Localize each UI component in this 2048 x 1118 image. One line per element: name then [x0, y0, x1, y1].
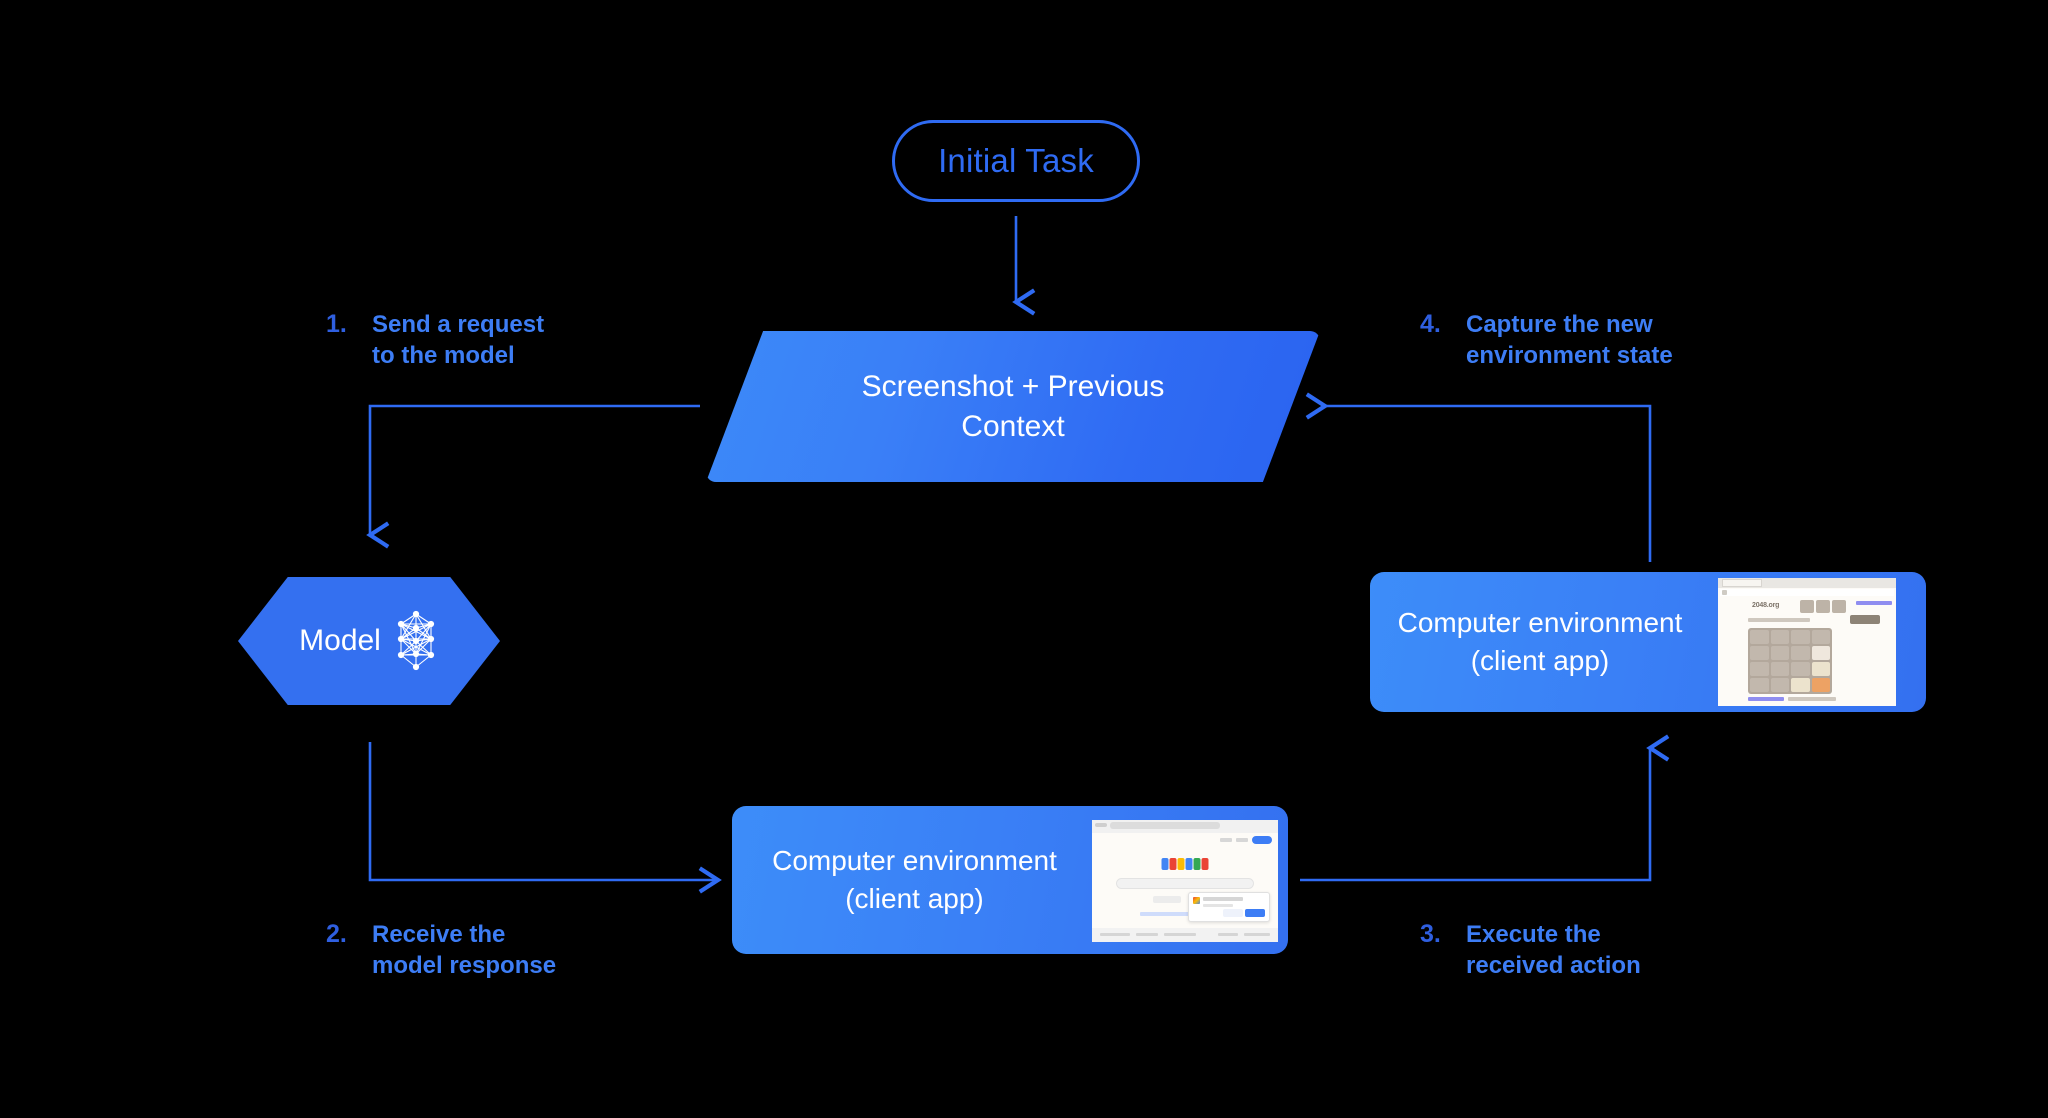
- google-topright: [1220, 836, 1272, 844]
- env-node-bottom-line2: (client app): [845, 883, 984, 914]
- game-tile: [1770, 678, 1789, 692]
- screenshot-thumbnail-google: [1092, 820, 1278, 942]
- wire-context-to-model: [366, 404, 700, 549]
- browser-omnibox: [1110, 822, 1220, 829]
- game-header-links: [1856, 601, 1892, 605]
- context-node-line1: Screenshot + Previous: [861, 369, 1165, 403]
- game-tile: 2: [1811, 646, 1830, 660]
- step-4-text: Capture the new environment state: [1466, 311, 1673, 369]
- game-tile: [1770, 662, 1789, 676]
- step-2-text: Receive the model response: [372, 921, 557, 979]
- env-node-right[interactable]: Computer environment (client app) 2048.o…: [1370, 572, 1926, 712]
- env-node-right-label: Computer environment (client app): [1370, 572, 1710, 712]
- game-tile: 4: [1791, 678, 1810, 692]
- game-grid: 2 4 4 8: [1748, 628, 1832, 694]
- game-subtitle: [1748, 618, 1810, 622]
- google-signin-button[interactable]: [1252, 836, 1272, 844]
- browser-titlebar: [1718, 578, 1896, 588]
- step-1-text: Send a request to the model: [372, 311, 545, 369]
- game-site-title: 2048.org: [1752, 602, 1780, 609]
- game-tile: [1811, 630, 1830, 644]
- step-1-number: 1.: [326, 310, 347, 338]
- step-3-text: Execute the received action: [1466, 921, 1641, 979]
- wire-model-to-env-bottom: [368, 742, 722, 894]
- step-1: 1. Send a request to the model: [326, 310, 544, 371]
- google-language-links: [1140, 912, 1230, 916]
- step-2-number: 2.: [326, 920, 347, 948]
- game-score-boxes: [1800, 600, 1846, 613]
- google-search-input[interactable]: [1116, 878, 1254, 889]
- model-node[interactable]: Model: [238, 577, 500, 705]
- browser-tab: [1722, 579, 1762, 587]
- google-signin-dialog: [1188, 892, 1270, 922]
- step-4: 4. Capture the new environment state: [1420, 310, 1673, 371]
- model-node-content: Model: [238, 577, 500, 705]
- game-tile: [1750, 646, 1769, 660]
- step-3: 3. Execute the received action: [1420, 920, 1641, 981]
- screenshot-thumbnail-2048: 2048.org 2 4 4 8: [1718, 578, 1896, 706]
- game-tile: [1791, 630, 1810, 644]
- game-footer-text: [1788, 697, 1836, 701]
- browser-nav-buttons: [1095, 823, 1107, 827]
- google-footer: [1092, 928, 1278, 942]
- game-tile: [1791, 662, 1810, 676]
- game-new-game-button[interactable]: [1850, 615, 1880, 624]
- step-4-number: 4.: [1420, 310, 1441, 338]
- env-node-bottom-label: Computer environment (client app): [732, 806, 1097, 954]
- game-tile: [1770, 646, 1789, 660]
- google-logo-icon: [1161, 858, 1209, 870]
- env-node-right-line2: (client app): [1470, 645, 1610, 676]
- wire-env-right-to-context: [1305, 392, 1652, 562]
- game-tile: [1791, 646, 1810, 660]
- game-tile: [1750, 630, 1769, 644]
- env-node-right-line1: Computer environment: [1397, 607, 1683, 639]
- model-node-shape: [238, 577, 500, 705]
- game-tile: [1750, 662, 1769, 676]
- context-node[interactable]: Screenshot + Previous Context: [706, 331, 1320, 482]
- env-node-bottom[interactable]: Computer environment (client app): [732, 806, 1288, 954]
- initial-task-node[interactable]: Initial Task: [892, 120, 1140, 202]
- game-tile: [1770, 630, 1789, 644]
- initial-task-label: Initial Task: [938, 142, 1094, 179]
- context-node-line2: Context: [961, 409, 1065, 443]
- context-node-shape: [706, 331, 1320, 482]
- env-node-bottom-line1: Computer environment: [772, 845, 1057, 877]
- game-tile: [1750, 678, 1769, 692]
- neural-network-icon: [397, 610, 434, 671]
- dialog-icon: [1193, 897, 1200, 904]
- step-3-number: 3.: [1420, 920, 1441, 948]
- model-node-label: Model: [299, 624, 381, 657]
- step-2: 2. Receive the model response: [326, 920, 556, 981]
- dialog-subtitle: [1203, 904, 1233, 907]
- game-tile: 8: [1811, 678, 1830, 692]
- game-footer-link: [1748, 697, 1784, 701]
- dialog-primary-button[interactable]: [1245, 909, 1265, 917]
- wire-env-bottom-to-env-right: [1300, 734, 1670, 882]
- browser-url-favicon: [1722, 590, 1727, 595]
- browser-urlbar: [1720, 589, 1895, 596]
- context-node-label: Screenshot + Previous Context: [706, 331, 1320, 482]
- dialog-secondary-button[interactable]: [1223, 909, 1243, 917]
- dialog-title: [1203, 897, 1243, 901]
- game-tile: 4: [1811, 662, 1830, 676]
